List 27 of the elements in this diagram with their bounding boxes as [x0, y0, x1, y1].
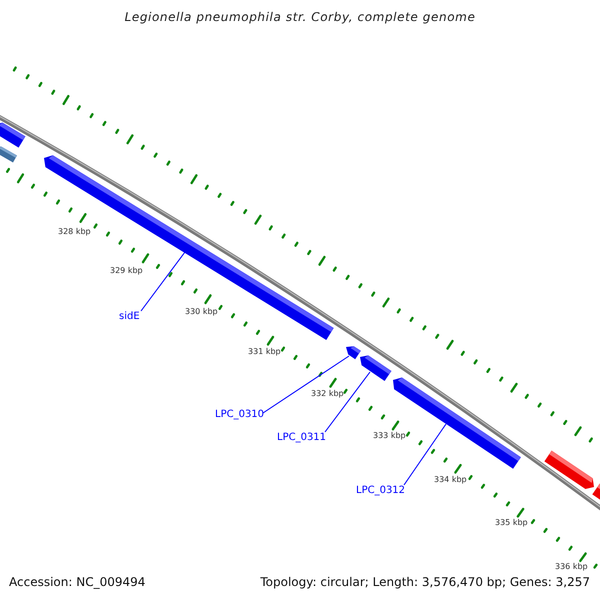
gene-label: LPC_0311 [277, 432, 326, 443]
genome-summary-text: Topology: circular; Length: 3,576,470 bp; Genes: 3,257 [260, 575, 590, 589]
gene-bar [346, 346, 361, 360]
scale-label: 333 kbp [373, 431, 406, 440]
scale-label: 332 kbp [311, 389, 344, 398]
gene-label: sidE [119, 311, 140, 322]
gene-label: LPC_0310 [215, 409, 264, 420]
scale-label: 330 kbp [185, 307, 218, 316]
leader-line [140, 252, 186, 312]
gene-bar [0, 122, 26, 148]
leader-line [262, 356, 350, 414]
scale-label: 336 kbp [555, 562, 588, 571]
gene-label: LPC_0312 [356, 485, 406, 496]
gene-bar [592, 484, 600, 502]
scale-label: 331 kbp [248, 347, 281, 356]
scale-label: 329 kbp [110, 266, 143, 275]
diagram-title: Legionella pneumophila str. Corby, complete genome [124, 10, 476, 24]
scale-label: 335 kbp [495, 518, 528, 527]
leader-line [324, 372, 370, 432]
accession-text: Accession: NC_009494 [9, 575, 146, 589]
gene-bar [360, 355, 392, 381]
leader-line [404, 424, 446, 486]
gene-bar [393, 378, 521, 469]
scale-label: 328 kbp [58, 227, 91, 236]
gene-bar [0, 146, 17, 162]
gene-bar [544, 450, 594, 489]
gene-bar [44, 155, 334, 340]
